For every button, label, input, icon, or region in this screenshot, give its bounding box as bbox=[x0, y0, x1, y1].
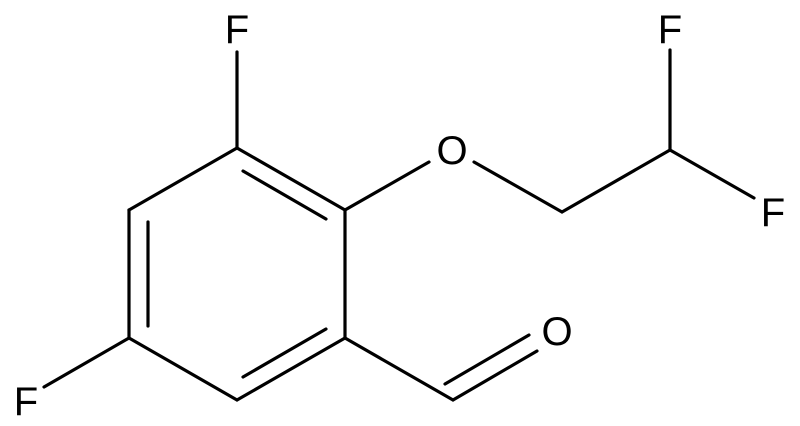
atom-labels: F F O F F O bbox=[14, 8, 785, 424]
atom-label-o-aldehyde: O bbox=[541, 310, 572, 354]
atom-label-f-left: F bbox=[14, 380, 38, 424]
ring-bond-c3-c4 bbox=[235, 336, 347, 402]
atom-label-f-top: F bbox=[225, 8, 249, 52]
ring-bond-c1-c2-inner bbox=[241, 169, 328, 221]
ring-bond-c6-c1 bbox=[127, 146, 239, 212]
bond-c5-f bbox=[42, 336, 131, 389]
ring-bond-c1-c2 bbox=[235, 146, 347, 212]
atom-label-f-chain-top: F bbox=[658, 8, 682, 52]
bond-cho-o-double-b bbox=[443, 333, 531, 386]
substituent-bonds bbox=[42, 48, 756, 402]
bond-chf2-f-right bbox=[668, 148, 756, 200]
ring-bond-c3-c4-inner bbox=[241, 327, 328, 379]
bond-c3-cho bbox=[343, 336, 455, 402]
atom-label-f-chain-right: F bbox=[761, 191, 785, 235]
benzene-ring bbox=[127, 146, 347, 402]
ring-bond-c4-c5 bbox=[127, 336, 239, 402]
bond-c2-o bbox=[343, 160, 431, 212]
atom-label-o-ether: O bbox=[436, 129, 467, 173]
bond-ch2-chf2 bbox=[560, 148, 672, 214]
bond-cho-o-double-a bbox=[451, 349, 539, 402]
bond-o-ch2 bbox=[472, 160, 564, 214]
